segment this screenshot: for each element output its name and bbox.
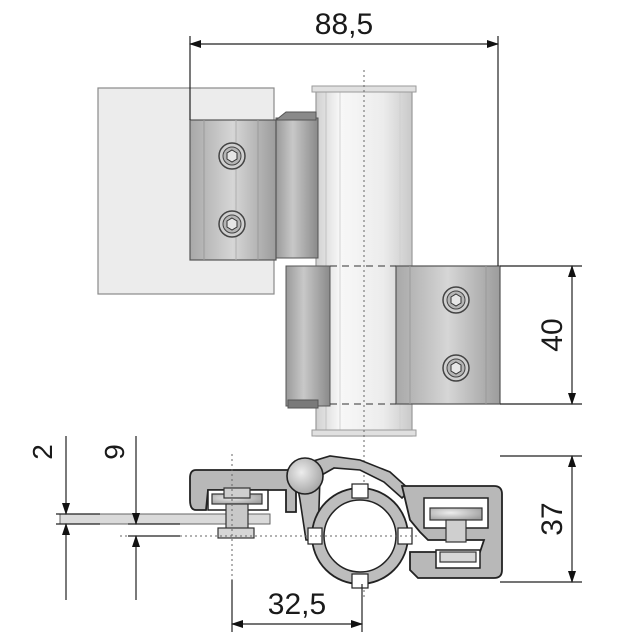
dimension-label: 88,5 bbox=[315, 8, 373, 41]
lower-leaf-body bbox=[285, 265, 331, 409]
dimension-label: 32,5 bbox=[268, 588, 326, 621]
screw-icon bbox=[218, 210, 246, 238]
dimension-gap-offset: 2 bbox=[27, 436, 100, 600]
dimension-leaf-height: 40 bbox=[500, 265, 582, 405]
screw-section-icon bbox=[211, 487, 263, 539]
dimension-axis-offset: 32,5 bbox=[231, 580, 363, 632]
dimension-overall-width: 88,5 bbox=[189, 8, 499, 266]
dimension-label: 37 bbox=[536, 502, 569, 535]
dimension-label: 9 bbox=[99, 444, 130, 460]
dimension-rebate-offset: 9 bbox=[99, 436, 180, 600]
screw-icon bbox=[442, 286, 470, 314]
dimension-depth: 37 bbox=[500, 455, 582, 583]
screw-icon bbox=[218, 142, 246, 170]
knuckle-knob bbox=[286, 457, 324, 495]
dimension-label: 40 bbox=[536, 318, 569, 351]
upper-leaf-body bbox=[274, 111, 319, 259]
screw-icon bbox=[442, 354, 470, 382]
upper-fixing-plate bbox=[189, 119, 277, 261]
screw-section-icon bbox=[429, 507, 483, 563]
dimension-label: 2 bbox=[27, 444, 58, 460]
lower-fixing-plate bbox=[395, 265, 501, 405]
